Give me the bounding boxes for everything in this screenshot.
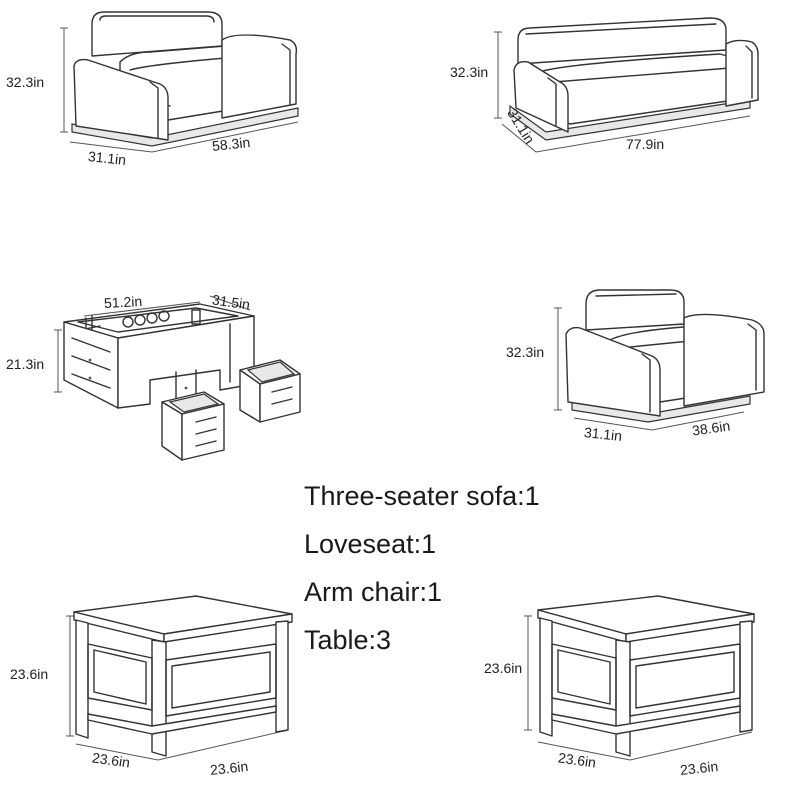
arm-chair-height-label: 32.3in bbox=[506, 344, 545, 360]
loveseat-drawing: 32.3in 31.1in 58.3in bbox=[0, 0, 320, 180]
arm-chair-sketch bbox=[554, 289, 765, 431]
end-table-right-height-label: 23.6in bbox=[484, 660, 523, 676]
end-table-right-drawing: 23.6in 23.6in 23.6in bbox=[470, 580, 780, 780]
end-table-left-height-label: 23.6in bbox=[10, 666, 49, 682]
loveseat-height-label: 32.3in bbox=[6, 74, 45, 90]
contents-three-seater: Three-seater sofa:1 bbox=[304, 481, 540, 511]
three-seater-sketch bbox=[494, 17, 759, 153]
coffee-table-width-label: 51.2in bbox=[103, 293, 143, 311]
end-table-left-drawing: 23.6in 23.6in 23.6in bbox=[0, 580, 320, 780]
three-seater-width-label: 77.9in bbox=[626, 136, 665, 152]
three-seater-height-label: 32.3in bbox=[450, 64, 489, 80]
end-table-right-sketch bbox=[524, 595, 755, 761]
coffee-table-height-label: 21.3in bbox=[6, 356, 45, 372]
package-contents-list: Three-seater sofa:1 Loveseat:1 Arm chair… bbox=[304, 472, 604, 664]
three-seater-drawing: 32.3in 31.1in 77.9in bbox=[420, 0, 780, 180]
contents-table: Table:3 bbox=[304, 625, 392, 655]
coffee-table-sketch bbox=[54, 295, 301, 461]
arm-chair-drawing: 32.3in 31.1in 38.6in bbox=[500, 270, 780, 460]
contents-arm-chair: Arm chair:1 bbox=[304, 577, 443, 607]
end-table-left-sketch bbox=[66, 595, 293, 761]
contents-loveseat: Loveseat:1 bbox=[304, 529, 437, 559]
coffee-table-drawing: 51.2in 31.5in 21.3in bbox=[0, 280, 320, 470]
loveseat-sketch bbox=[60, 11, 299, 153]
